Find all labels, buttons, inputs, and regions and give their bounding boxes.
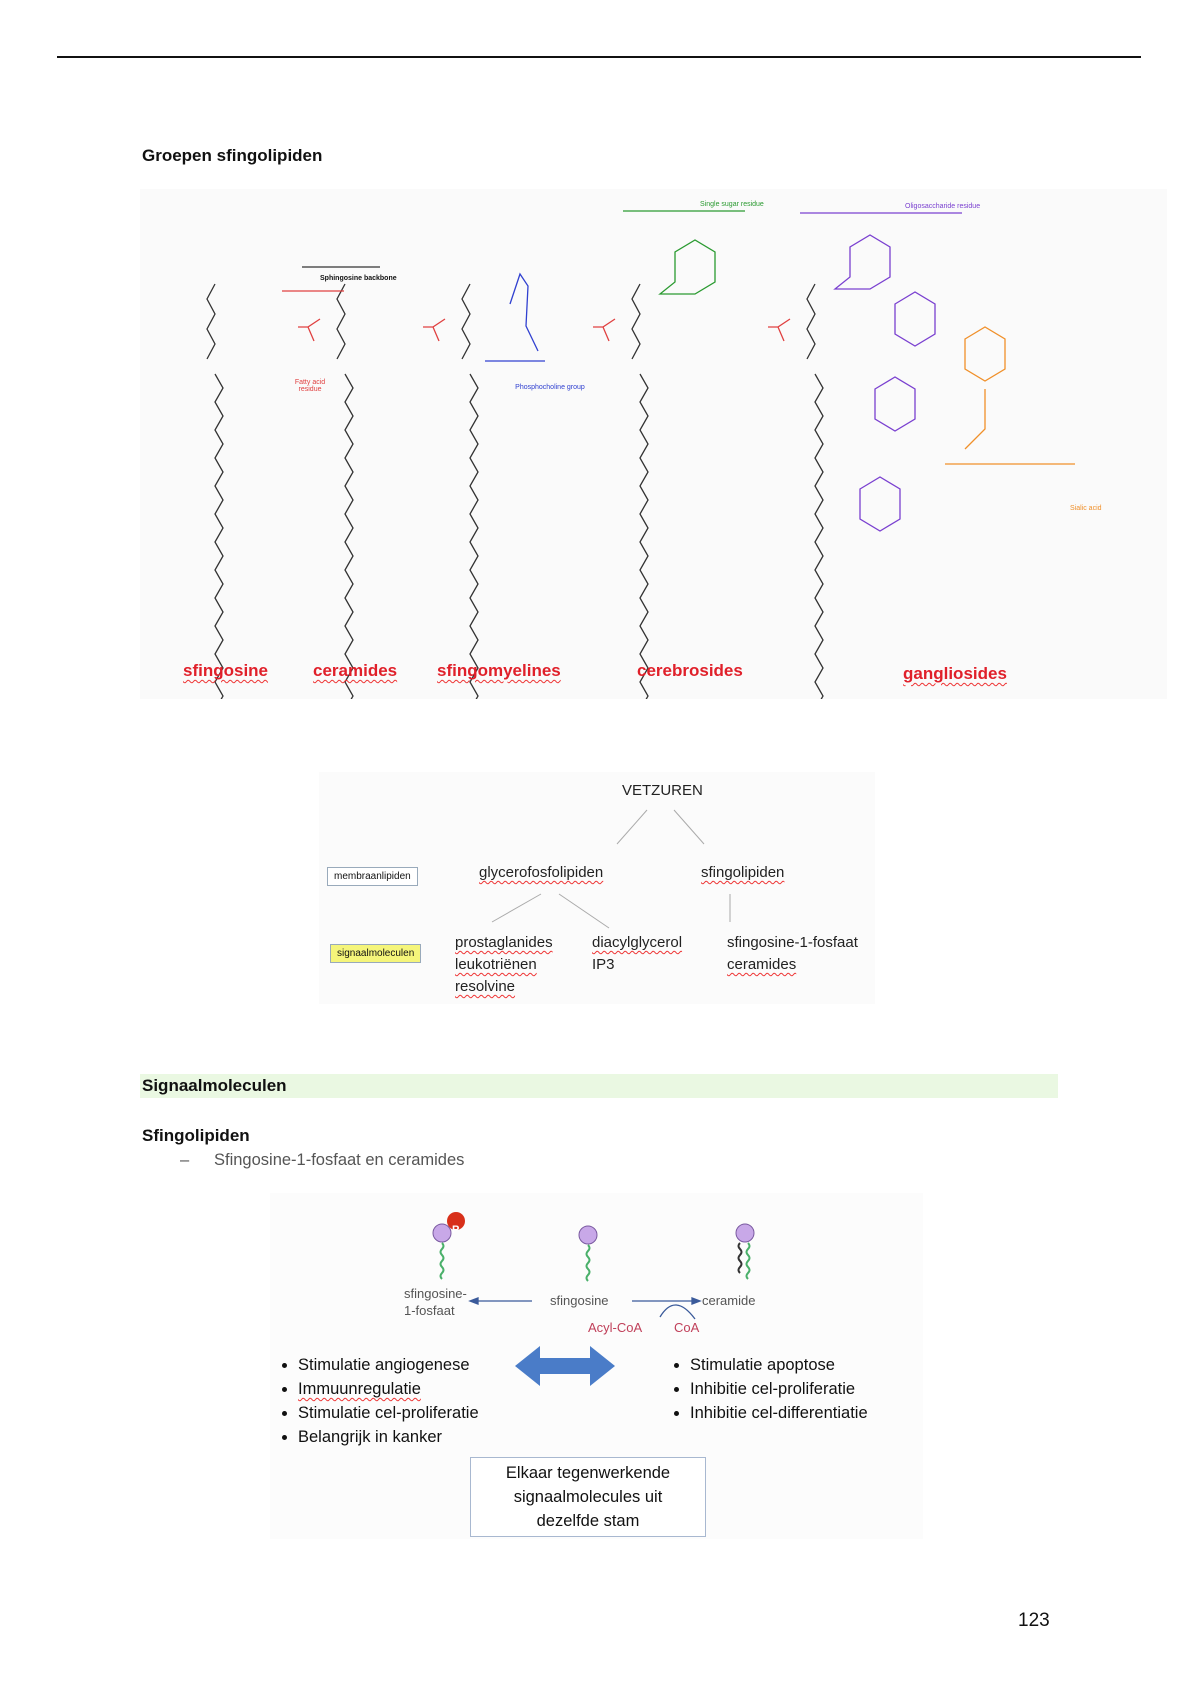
s1p-line: 1-fosfaat bbox=[404, 1303, 455, 1318]
tree-arrows bbox=[491, 809, 731, 929]
ceramide-effects-list: Stimulatie apoptose Inhibitie cel-prolif… bbox=[670, 1353, 868, 1425]
tag-signal-molecules: signaalmoleculen bbox=[330, 944, 422, 963]
fatty-acid-bond bbox=[593, 318, 616, 342]
signaling-pathway-figure: P sfingosine- 1-fosfaat sfingosine ceram… bbox=[270, 1193, 923, 1539]
label-coa: CoA bbox=[674, 1320, 700, 1335]
backbone-bond bbox=[806, 283, 816, 360]
annotation-oligosaccharide: Oligosaccharide residue bbox=[905, 203, 981, 210]
label-sphingosine: sfingosine bbox=[550, 1293, 609, 1308]
label-ceramide: ceramide bbox=[702, 1293, 756, 1308]
hydrocarbon-chain bbox=[469, 373, 479, 739]
annotation-single-sugar: Single sugar residue bbox=[700, 201, 764, 208]
leaf-text: sfingosine-1-fosfaat bbox=[727, 934, 858, 951]
page-number: 123 bbox=[1018, 1610, 1050, 1631]
s1p-effects-list: Stimulatie angiogenese Immuunregulatie S… bbox=[278, 1353, 479, 1449]
phosphate-label: P bbox=[452, 1224, 460, 1236]
oligosaccharide-ring bbox=[833, 234, 891, 290]
list-item: Inhibitie cel-differentiatie bbox=[690, 1401, 868, 1425]
list-item: Stimulatie angiogenese bbox=[298, 1353, 479, 1377]
label-gangliosides: gangliosides bbox=[903, 664, 1007, 683]
bullet-dash: – bbox=[180, 1151, 190, 1169]
leaf-text: resolvine bbox=[455, 978, 516, 995]
leaf-text: ceramides bbox=[727, 956, 797, 973]
leaf-prostaglandins: prostaglanides leukotriënen resolvine bbox=[455, 932, 553, 998]
oligosaccharide-ring bbox=[894, 291, 936, 347]
backbone-bond bbox=[206, 283, 216, 360]
node-glycerofosfolipiden: glycerofosfolipiden bbox=[479, 864, 604, 881]
sphingosine-head-icon bbox=[578, 1225, 598, 1245]
s1p-line: sfingosine- bbox=[404, 1286, 467, 1301]
annotation-backbone: Sphingosine backbone bbox=[320, 275, 397, 282]
label-ceramides: ceramides bbox=[313, 661, 398, 680]
phosphocholine-bond bbox=[509, 272, 539, 352]
hydrocarbon-chain bbox=[214, 373, 224, 739]
label-cerebrosides: cerebrosides bbox=[637, 661, 743, 680]
backbone-bond bbox=[461, 283, 471, 360]
leaf-text: leukotriënen bbox=[455, 956, 537, 973]
double-arrow-icon bbox=[515, 1346, 615, 1386]
band-title: Signaalmoleculen bbox=[142, 1076, 287, 1095]
pathway-drawing bbox=[432, 1212, 755, 1386]
leaf-text: prostaglanides bbox=[455, 934, 553, 951]
hydrocarbon-chain bbox=[344, 373, 354, 739]
section-title: Groepen sfingolipiden bbox=[142, 146, 323, 165]
label-sfingosine: sfingosine bbox=[183, 661, 269, 680]
phosphate-icon bbox=[447, 1212, 465, 1230]
chemical-structures-drawing bbox=[206, 210, 1075, 739]
label-sfingomyelines: sfingomyelines bbox=[437, 661, 561, 680]
label-acylcoa: Acyl-CoA bbox=[588, 1320, 643, 1335]
list-item: Stimulatie cel-proliferatie bbox=[298, 1401, 479, 1425]
fatty-acid-bond bbox=[298, 318, 321, 342]
fatty-acid-bond bbox=[768, 318, 791, 342]
oligosaccharide-ring bbox=[874, 376, 916, 432]
list-item: Immuunregulatie bbox=[298, 1377, 479, 1401]
list-item: Belangrijk in kanker bbox=[298, 1425, 479, 1449]
summary-line: signaalmolecules uit bbox=[513, 1488, 663, 1506]
annotation-sialic-acid: Sialic acid bbox=[1070, 505, 1102, 512]
bullet-text: Sfingosine-1-fosfaat en ceramides bbox=[214, 1151, 465, 1169]
tree-root: VETZUREN bbox=[622, 782, 703, 799]
sugar-ring bbox=[658, 239, 716, 295]
backbone-bond bbox=[336, 283, 346, 360]
tag-membrane-lipids: membraanlipiden bbox=[327, 867, 418, 886]
section-band: Signaalmoleculen bbox=[140, 1074, 1058, 1098]
sialic-acid-ring bbox=[964, 326, 1006, 450]
ceramide-head-icon bbox=[735, 1223, 755, 1243]
leaf-text: diacylglycerol bbox=[592, 934, 683, 951]
leaf-sphingo: sfingosine-1-fosfaat ceramides bbox=[727, 932, 858, 976]
leaf-dag: diacylglycerol IP3 bbox=[592, 932, 682, 976]
label-s1p: sfingosine- 1-fosfaat bbox=[404, 1285, 467, 1319]
list-item: Inhibitie cel-proliferatie bbox=[690, 1377, 868, 1401]
annotation-phosphocholine: Phosphocholine group bbox=[515, 384, 585, 391]
annotation-fatty-acid: Fatty acid residue bbox=[294, 379, 326, 393]
summary-line: dezelfde stam bbox=[536, 1512, 640, 1530]
subsection-title: Sfingolipiden bbox=[142, 1126, 250, 1145]
s1p-head-icon bbox=[432, 1223, 452, 1243]
summary-line: Elkaar tegenwerkende bbox=[505, 1464, 671, 1482]
hydrocarbon-chain bbox=[814, 373, 824, 739]
sphingolipid-structures-figure: Sphingosine backbone Fatty acid residue … bbox=[140, 189, 1167, 739]
fatty-acid-tree-diagram: VETZUREN membraanlipiden signaalmolecule… bbox=[319, 772, 875, 1004]
leaf-text: IP3 bbox=[592, 956, 615, 973]
backbone-bond bbox=[631, 283, 641, 360]
list-item: Stimulatie apoptose bbox=[690, 1353, 868, 1377]
oligosaccharide-ring bbox=[859, 476, 901, 532]
hydrocarbon-chain bbox=[639, 373, 649, 739]
fatty-acid-bond bbox=[423, 318, 446, 342]
header-rule bbox=[57, 56, 1141, 58]
summary-box: Elkaar tegenwerkende signaalmolecules ui… bbox=[470, 1457, 706, 1537]
node-sfingolipiden: sfingolipiden bbox=[701, 864, 785, 881]
